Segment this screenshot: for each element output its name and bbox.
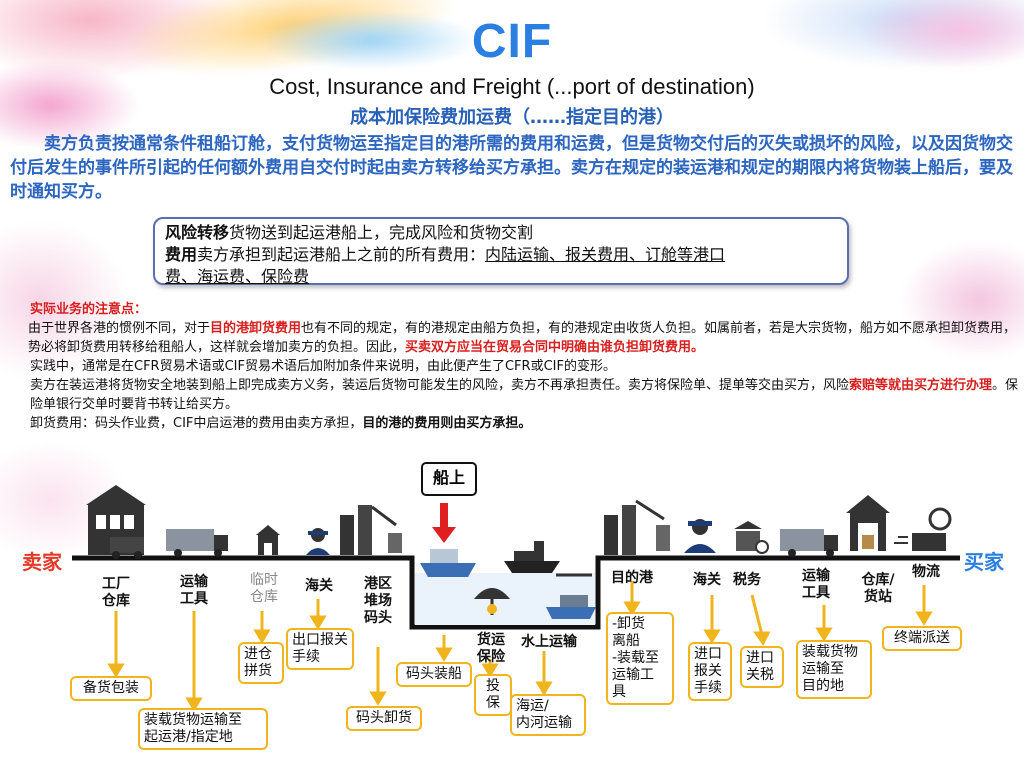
cargo-ship-icon [504,541,560,573]
notes-p3: 卖方在装运港将货物安全地装到船上即完成卖方义务，装运后货物可能发生的风险，卖方不… [30,376,1020,414]
cost-items-cont: 费、海运费、保险费 [165,267,310,286]
label-dest-port: 目的港 [611,570,653,586]
box-transport-dest: 装载货物 运输至 目的地 [796,640,872,699]
notes-p4-a: 卸货费用：码头作业费，CIF中启运港的费用由卖方承担， [30,416,363,431]
label-water-transport: 水上运输 [521,634,577,650]
summary-box: 风险转移货物送到起运港船上，完成风险和货物交割 费用卖方承担到起运港船上之前的所… [153,217,849,286]
label-customs2: 海关 [693,572,721,588]
truck-icon [166,529,228,557]
notes-p1-d: 买卖双方应当在贸易合同中明确由谁负担卸货费用。 [405,340,705,355]
box-loading-to-port: 装载货物运输至 起运港/指定地 [138,708,268,750]
ship-loading-icon [420,549,476,577]
label-transport2: 运输 工具 [802,568,830,601]
notes-heading: 实际业务的注意点： [30,302,148,317]
flow-arrows [107,581,933,712]
route-line [72,555,960,630]
box-consolidation: 进仓 拼货 [238,642,284,684]
notes-p1-b: 目的港卸货费用 [210,321,302,336]
on-board-arrow-head [432,527,456,543]
truck-icon [780,529,838,557]
box-export-declaration: 出口报关 手续 [286,628,354,670]
box-ocean-river: 海运/ 内河运输 [510,694,586,736]
notes-p4: 卸货费用：码头作业费，CIF中启运港的费用由卖方承担，目的港的费用则由买方承担。 [30,414,1020,433]
box-import-declaration: 进口 报关 手续 [688,642,732,701]
box-dock-loading: 码头装船 [396,662,472,687]
label-logistics: 物流 [912,564,940,580]
risk-label: 风险转移 [165,223,230,242]
dest-crane-icon [546,573,596,619]
box-last-mile: 终端派送 [882,626,962,651]
box-packing: 备货包装 [70,676,152,701]
box-dock-unloading: 码头卸货 [346,706,422,731]
buyer-label: 买家 [964,550,1004,574]
notes-p3-a: 卖方在装运港将货物安全地装到船上即完成卖方义务，装运后货物可能发生的风险，卖方不… [30,378,850,393]
label-factory: 工厂 仓库 [102,576,130,609]
cost-text: 卖方承担到起运港船上之前的所有费用： [197,245,486,264]
notes-p4-b: 目的港的费用则由买方承担。 [362,416,532,431]
chinese-subtitle: 成本加保险费加运费（……指定目的港） [350,107,674,128]
label-tax: 税务 [733,572,761,588]
intro-paragraph: 卖方负责按通常条件租船订舱，支付货物运至指定目的港所需的费用和运费，但是货物交付… [10,134,1013,202]
port-crane-icon [340,505,402,555]
factory-icon [86,485,146,559]
page-subtitle: Cost, Insurance and Freight (...port of … [269,74,755,99]
customs-officer-icon [306,528,330,555]
box-import-tax: 进口 关税 [740,646,784,688]
cif-flow-diagram [72,485,960,712]
label-transport1: 运输 工具 [180,574,208,607]
label-warehouse-station: 仓库/ 货站 [861,572,895,605]
cost-label: 费用 [165,245,198,264]
notes-p3-c: 。保险单银行交单时要背书转让给买方。 [30,378,1019,412]
box-unload-leave: -卸货 离船 -装载至 运输工 具 [606,612,674,705]
notes-p3-b: 索赔等就由买方进行办理 [849,378,993,393]
umbrella-icon [474,588,510,615]
customs-officer-icon [684,519,716,553]
notes-p2: 实践中，通常是在CFR贸易术语或CIF贸易术语后加附加条件来说明，由此便产生了C… [30,359,616,374]
label-temp-warehouse: 临时 仓库 [250,572,278,605]
delivery-icon [894,507,952,551]
warehouse-icon [256,525,280,555]
seller-label: 卖家 [22,550,62,574]
box-insure: 投保 [474,674,512,716]
notes-section: 实际业务的注意点： 由于世界各港的惯例不同，对于目的港卸货费用也有不同的规定，有… [28,300,1020,433]
cost-items: 内陆运输、报关费用、订舱等港口 [485,245,726,264]
label-cargo-insurance: 货运 保险 [477,632,505,665]
tax-bank-icon [734,521,769,554]
notes-p1-c: 也有不同的规定，有的港规定由船方负担，有的港规定由收货人负担。如属前者，若是大宗… [28,321,1017,355]
dest-port-icon [604,499,670,555]
on-board-label: 船上 [421,462,477,496]
label-customs1: 海关 [305,578,333,594]
label-port-yard: 港区 堆场 码头 [364,576,392,626]
risk-text: 货物送到起运港船上，完成风险和货物交割 [229,223,534,242]
notes-p1: 由于世界各港的惯例不同，对于目的港卸货费用也有不同的规定，有的港规定由船方负担，… [28,319,1020,357]
page-title: CIF [471,15,553,68]
notes-p1-a: 由于世界各港的惯例不同，对于 [28,321,211,336]
warehouse-station-icon [846,495,890,551]
